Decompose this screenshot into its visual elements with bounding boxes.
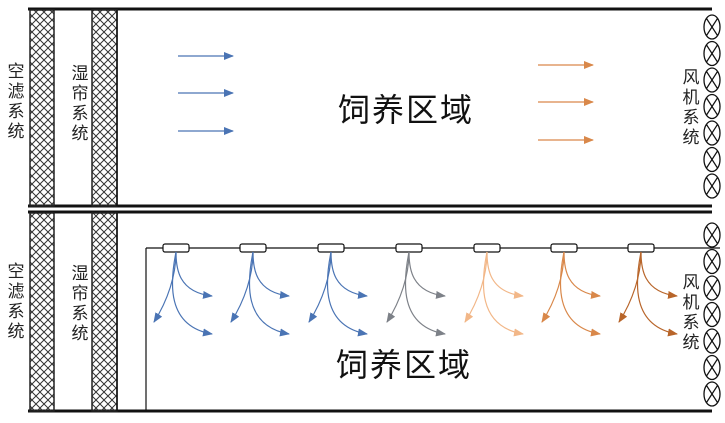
top-blue-arrows <box>178 52 234 135</box>
fan-icon <box>703 173 721 199</box>
fan-icon <box>703 354 721 381</box>
fan-icon <box>703 40 721 67</box>
top-panel <box>28 7 721 208</box>
duct-nozzle-group <box>153 243 678 337</box>
nozzle-outlet <box>618 243 678 337</box>
top-wet-pad-label: 湿帘系统 <box>71 64 89 144</box>
top-fan-label: 风机系统 <box>682 68 700 148</box>
top-air-filter-block <box>29 9 55 207</box>
top-area-title: 饲养区域 <box>338 91 475 129</box>
fan-icon <box>703 222 721 248</box>
bottom-wet-pad-block <box>91 212 118 412</box>
fan-icon <box>703 14 721 40</box>
fan-icon <box>703 328 721 354</box>
fan-icon <box>703 67 721 93</box>
bottom-area-title: 饲养区域 <box>336 346 473 384</box>
airflow-curve <box>326 251 368 337</box>
airflow-curve <box>248 251 290 337</box>
airflow-curve <box>330 251 368 299</box>
nozzle-outlet <box>386 243 446 337</box>
fan-icon <box>703 146 721 173</box>
top-fan-column <box>703 14 721 199</box>
airflow-curve <box>171 251 213 337</box>
bottom-air-filter-label: 空滤系统 <box>7 262 25 342</box>
fan-icon <box>703 381 721 407</box>
airflow-curve <box>408 251 446 299</box>
airflow-curve <box>486 251 524 299</box>
bottom-wet-pad-label: 湿帘系统 <box>71 264 89 344</box>
top-wet-pad-block <box>91 9 118 207</box>
airflow-curve <box>482 251 524 337</box>
airflow-curve <box>175 251 213 299</box>
bottom-panel <box>28 210 721 413</box>
fan-icon <box>703 301 721 328</box>
nozzle-outlet <box>464 243 524 337</box>
fan-icon <box>703 120 721 146</box>
airflow-curve <box>252 251 290 299</box>
top-air-filter-label: 空滤系统 <box>7 62 25 142</box>
airflow-curve <box>404 251 446 337</box>
bottom-fan-label: 风机系统 <box>682 273 700 353</box>
fan-icon <box>703 275 721 301</box>
fan-icon <box>703 93 721 120</box>
airflow-curve <box>636 251 678 337</box>
nozzle-outlet <box>230 243 290 337</box>
airflow-curve <box>640 251 678 299</box>
airflow-curve <box>563 251 601 299</box>
top-orange-arrows <box>538 61 594 144</box>
nozzle-outlet <box>308 243 368 337</box>
bottom-fan-column <box>703 222 721 407</box>
bottom-air-filter-block <box>29 212 55 412</box>
nozzle-outlet <box>153 243 213 337</box>
airflow-curve <box>559 251 601 337</box>
fan-icon <box>703 248 721 275</box>
nozzle-outlet <box>541 243 601 337</box>
